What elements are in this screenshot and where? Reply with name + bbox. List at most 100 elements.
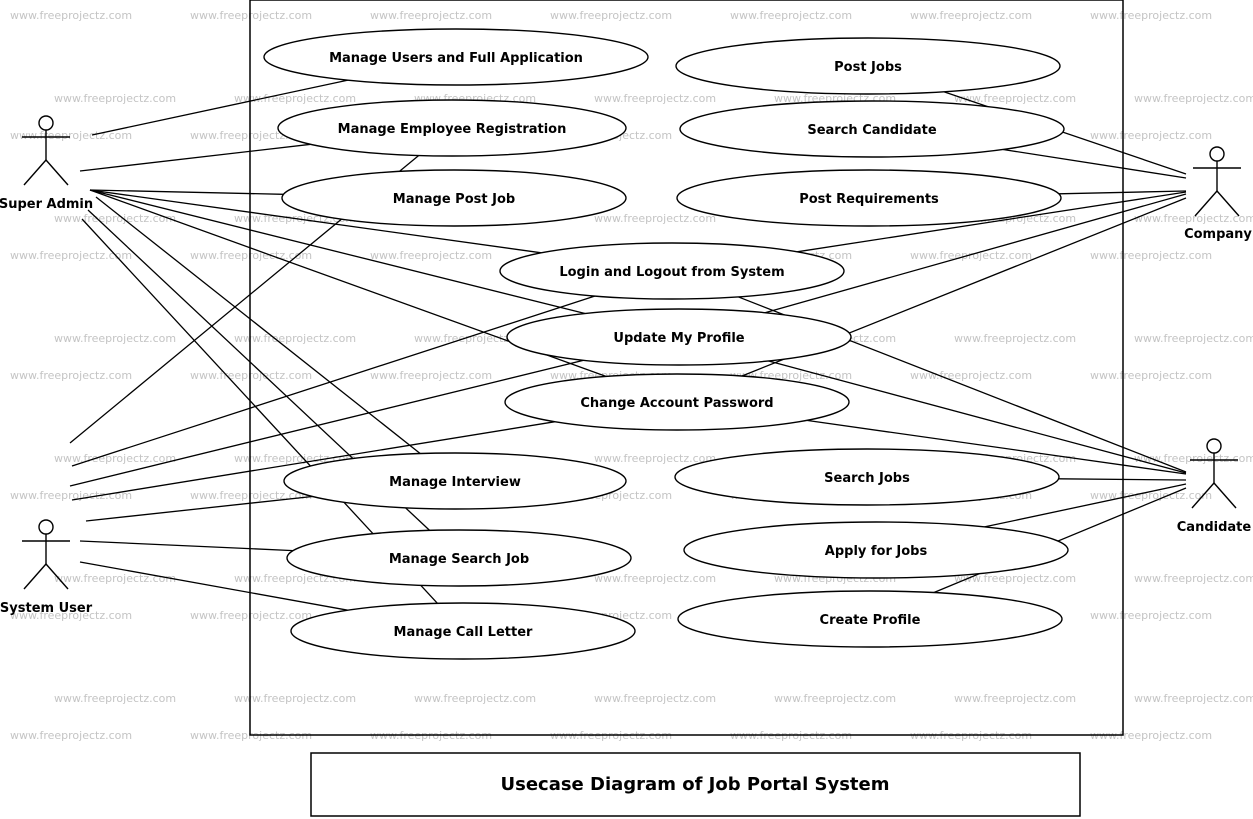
watermark-text: www.freeprojectz.com [594, 572, 716, 585]
usecase-login-logout[interactable]: Login and Logout from System [499, 242, 845, 300]
usecase-label: Manage Users and Full Application [329, 51, 583, 66]
usecase-change-password[interactable]: Change Account Password [504, 373, 850, 431]
watermark-text: www.freeprojectz.com [54, 572, 176, 585]
watermark-text: www.freeprojectz.com [1090, 369, 1212, 382]
watermark-text: www.freeprojectz.com [1090, 489, 1212, 502]
watermark-text: www.freeprojectz.com [234, 452, 356, 465]
usecase-update-profile[interactable]: Update My Profile [506, 308, 852, 366]
usecase-ellipse [263, 28, 649, 86]
watermark-text: www.freeprojectz.com [190, 369, 312, 382]
association-super-admin-manage-users [91, 79, 349, 136]
usecase-apply-jobs[interactable]: Apply for Jobs [683, 521, 1069, 579]
watermark-text: www.freeprojectz.com [234, 332, 356, 345]
association-company-login-logout [797, 191, 1187, 253]
usecase-label: Create Profile [820, 613, 921, 628]
usecase-ellipse [683, 521, 1069, 579]
actor-right-leg [45, 563, 69, 590]
association-super-admin-manage-post-job [89, 189, 284, 195]
usecase-ellipse [676, 169, 1062, 227]
association-system-user-manage-interview [85, 495, 313, 522]
watermark-text: www.freeprojectz.com [414, 332, 536, 345]
watermark-text: www.freeprojectz.com [730, 9, 852, 22]
actor-right-leg [1216, 190, 1240, 217]
watermark-text: www.freeprojectz.com [10, 129, 132, 142]
association-candidate-update-profile [768, 360, 1187, 474]
usecase-ellipse [281, 169, 627, 227]
usecase-search-jobs[interactable]: Search Jobs [674, 448, 1060, 506]
usecase-manage-users[interactable]: Manage Users and Full Application [263, 28, 649, 86]
watermark-text: www.freeprojectz.com [54, 692, 176, 705]
usecase-manage-post-job[interactable]: Manage Post Job [281, 169, 627, 227]
watermark-text: www.freeprojectz.com [234, 692, 356, 705]
usecase-label: Change Account Password [580, 396, 773, 411]
usecase-manage-interview[interactable]: Manage Interview [283, 452, 627, 510]
usecase-ellipse [504, 373, 850, 431]
watermark-text: www.freeprojectz.com [954, 332, 1076, 345]
actor-candidate[interactable]: Candidate [1177, 438, 1252, 535]
association-company-update-profile [764, 193, 1187, 314]
actor-system-user[interactable]: System User [0, 519, 93, 616]
usecase-label: Manage Call Letter [394, 625, 533, 640]
watermark-text: www.freeprojectz.com [1134, 92, 1253, 105]
use-cases: Manage Users and Full ApplicationManage … [263, 28, 1069, 660]
watermark-text: www.freeprojectz.com [1090, 729, 1212, 742]
association-company-post-requirements [1058, 190, 1187, 195]
association-candidate-search-jobs [1058, 478, 1187, 481]
association-super-admin-manage-interview [95, 196, 421, 455]
actor-right-leg [45, 159, 69, 186]
actor-company[interactable]: Company [1184, 146, 1252, 242]
watermark-text: www.freeprojectz.com [954, 92, 1076, 105]
usecase-label: Search Jobs [824, 471, 910, 486]
watermark-text: www.freeprojectz.com [774, 692, 896, 705]
watermark-text: www.freeprojectz.com [190, 609, 312, 622]
actor-head [1206, 438, 1222, 454]
usecase-label: Manage Interview [389, 475, 521, 490]
watermark-text: www.freeprojectz.com [190, 489, 312, 502]
association-super-admin-update-profile [89, 189, 586, 315]
watermark-text: www.freeprojectz.com [1134, 212, 1253, 225]
watermark-text: www.freeprojectz.com [910, 9, 1032, 22]
actor-left-leg [1191, 482, 1215, 509]
actor-right-leg [1213, 482, 1237, 509]
association-super-admin-login-logout [89, 189, 542, 254]
watermark-text: www.freeprojectz.com [1134, 452, 1253, 465]
association-system-user-change-password [71, 421, 556, 501]
actor-head [38, 519, 54, 535]
usecase-post-requirements[interactable]: Post Requirements [676, 169, 1062, 227]
watermark-text: www.freeprojectz.com [414, 692, 536, 705]
association-company-post-jobs [943, 91, 1187, 175]
watermark-text: www.freeprojectz.com [954, 692, 1076, 705]
watermark-text: www.freeprojectz.com [10, 609, 132, 622]
actor-label: System User [0, 601, 93, 616]
usecase-search-candidate[interactable]: Search Candidate [679, 100, 1065, 158]
watermark-text: www.freeprojectz.com [190, 249, 312, 262]
association-candidate-change-password [806, 419, 1187, 475]
watermark-text: www.freeprojectz.com [10, 249, 132, 262]
diagram-title: Usecase Diagram of Job Portal System [500, 774, 889, 795]
watermark-text: www.freeprojectz.com [594, 212, 716, 225]
watermark-text: www.freeprojectz.com [910, 369, 1032, 382]
watermark-text: www.freeprojectz.com [370, 369, 492, 382]
usecase-post-jobs[interactable]: Post Jobs [675, 37, 1061, 95]
association-system-user-manage-search-job [79, 540, 294, 552]
watermark-text: www.freeprojectz.com [54, 332, 176, 345]
usecase-ellipse [286, 529, 632, 587]
watermark-text: www.freeprojectz.com [1134, 332, 1253, 345]
usecase-ellipse [290, 602, 636, 660]
watermark-text: www.freeprojectz.com [10, 489, 132, 502]
actor-left-leg [1194, 190, 1218, 217]
actor-super-admin[interactable]: Super Admin [0, 115, 93, 212]
association-system-user-login-logout [71, 295, 596, 467]
system-boundary [249, 0, 1124, 736]
usecase-manage-call-letter[interactable]: Manage Call Letter [290, 602, 636, 660]
association-candidate-create-profile [933, 487, 1187, 594]
usecase-manage-employee-registration[interactable]: Manage Employee Registration [277, 99, 627, 157]
usecase-ellipse [499, 242, 845, 300]
watermark-text: www.freeprojectz.com [54, 92, 176, 105]
usecase-create-profile[interactable]: Create Profile [677, 590, 1063, 648]
usecase-manage-search-job[interactable]: Manage Search Job [286, 529, 632, 587]
watermark-text: www.freeprojectz.com [190, 9, 312, 22]
usecase-label: Manage Post Job [393, 192, 515, 207]
watermark-text: www.freeprojectz.com [594, 692, 716, 705]
